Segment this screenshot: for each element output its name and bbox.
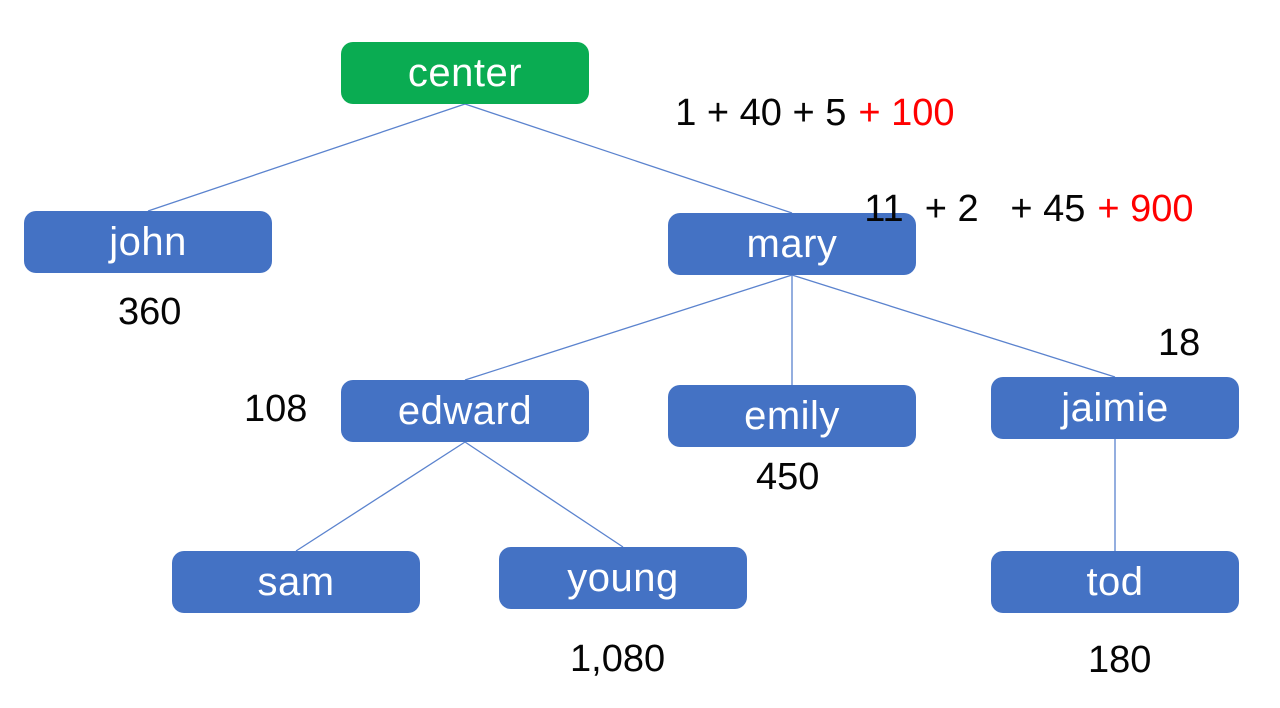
expression-mary: 11 + 2 + 45 + 900 <box>822 152 1194 266</box>
node-jaimie: jaimie <box>991 377 1239 439</box>
value-john: 360 <box>118 291 182 333</box>
edge-center-john <box>147 103 466 212</box>
value-jaimie: 18 <box>1158 322 1201 364</box>
node-mary: mary <box>668 213 916 275</box>
edge-mary-jaimie <box>791 274 1116 378</box>
value-edward: 108 <box>244 388 308 430</box>
node-emily: emily <box>668 385 916 447</box>
node-edward: edward <box>341 380 589 442</box>
expression-center: 1 + 40 + 5 + 100 <box>633 56 955 170</box>
expression-mary-base: 11 + 2 + 45 <box>864 188 1086 230</box>
expression-center-base: 1 + 40 + 5 <box>675 92 847 134</box>
expression-mary-highlight: + 900 <box>1097 188 1194 230</box>
edge-center-mary <box>464 103 793 214</box>
edge-edward-young <box>464 441 624 548</box>
edge-mary-edward <box>464 274 793 381</box>
value-young: 1,080 <box>570 638 666 680</box>
edge-edward-sam <box>295 441 466 552</box>
node-young: young <box>499 547 747 609</box>
expression-center-highlight: + 100 <box>858 92 955 134</box>
node-sam: sam <box>172 551 420 613</box>
node-john: john <box>24 211 272 273</box>
node-tod: tod <box>991 551 1239 613</box>
value-tod: 180 <box>1088 639 1152 681</box>
node-center: center <box>341 42 589 104</box>
value-emily: 450 <box>756 456 820 498</box>
